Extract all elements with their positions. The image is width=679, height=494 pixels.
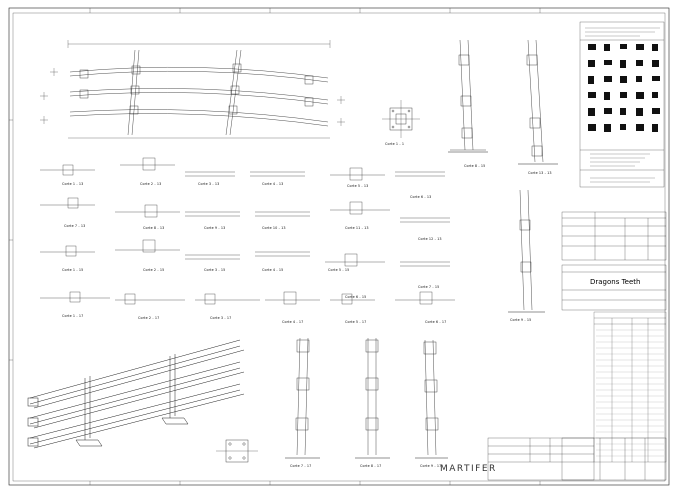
base-plate-detail (216, 439, 258, 463)
plate-detail (382, 100, 420, 138)
section-details (40, 157, 455, 305)
section-label: Corte 6 - 17 (425, 320, 447, 324)
section-label: Corte 8 - 17 (360, 464, 382, 468)
section-label: Corte 7 - 13 (64, 224, 86, 228)
parts-rows (596, 329, 664, 457)
symbol-icons (588, 44, 660, 132)
section-label: Corte 3 - 17 (210, 316, 232, 320)
post-elevation-1 (448, 39, 488, 153)
symbol-legend (579, 21, 665, 188)
parts-list (593, 311, 667, 463)
section-label: Corte 3 - 15 (204, 268, 226, 272)
border-ticks (9, 8, 541, 485)
main-elevation (40, 40, 345, 139)
section-label: Corte 5 - 15 (328, 268, 350, 272)
section-label: Corte 3 - 13 (198, 182, 220, 186)
sheet-border (8, 7, 670, 486)
section-label: Corte 2 - 17 (138, 316, 160, 320)
section-label: Corte 7 - 15 (418, 285, 440, 289)
legend-text-lines (585, 27, 660, 183)
post-elevation-2 (518, 39, 558, 165)
section-label: Corte 7 - 17 (290, 464, 312, 468)
section-label: Corte 11 - 13 (345, 226, 369, 230)
post-elevation-3 (508, 189, 545, 313)
title-block (487, 437, 667, 481)
info-table (561, 211, 667, 311)
section-label: Corte 4 - 15 (262, 268, 284, 272)
section-label: Corte 10 - 13 (262, 226, 286, 230)
section-label: Corte 4 - 17 (282, 320, 304, 324)
post-elevation-6 (415, 339, 448, 459)
post-elevation-4 (285, 337, 320, 459)
section-label: Corte 8 - 15 (464, 164, 486, 168)
section-label: Corte 4 - 13 (262, 182, 284, 186)
section-label: Corte 9 - 15 (510, 318, 532, 322)
sheet-inner-border (12, 12, 666, 482)
section-label: Corte 8 - 13 (143, 226, 165, 230)
section-label: Corte 2 - 13 (140, 182, 162, 186)
company-logo: MARTIFER (440, 464, 497, 474)
section-label: Corte 1 - 1 (385, 142, 405, 146)
section-label: Corte 9 - 13 (204, 226, 226, 230)
post-elevation-5 (355, 338, 390, 459)
section-label: Corte 9 - 17 (420, 464, 442, 468)
isometric-view (27, 339, 245, 449)
section-label: Corte 5 - 13 (347, 184, 369, 188)
section-label: Corte 1 - 13 (62, 182, 84, 186)
section-label: Corte 2 - 15 (143, 268, 165, 272)
drawing-title: Dragons Teeth (590, 278, 641, 286)
section-label: Corte 1 - 17 (62, 314, 84, 318)
section-label: Corte 5 - 17 (345, 320, 367, 324)
section-label: Corte 6 - 15 (345, 295, 367, 299)
section-label: Corte 6 - 13 (410, 195, 432, 199)
section-label: Corte 1 - 15 (62, 268, 84, 272)
section-label: Corte 12 - 13 (418, 237, 442, 241)
section-label: Corte 13 - 13 (528, 171, 552, 175)
